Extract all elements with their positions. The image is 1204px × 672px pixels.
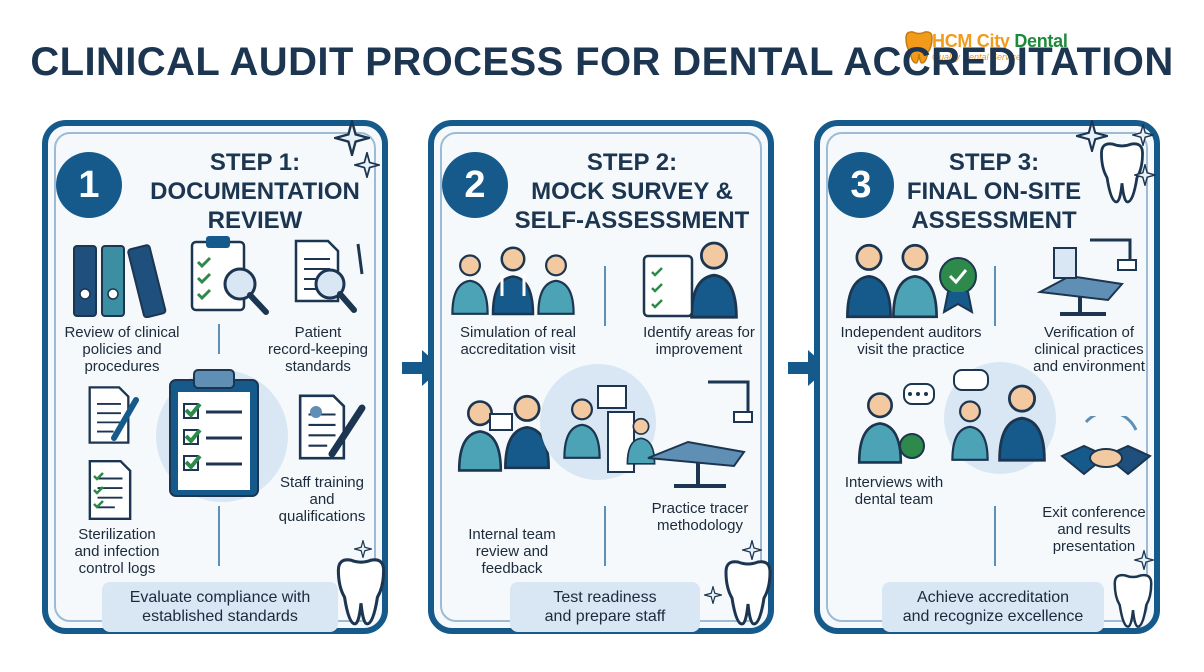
sparkle-icon <box>1134 164 1156 186</box>
sparkle-icon <box>354 540 372 558</box>
logo-tooth-icon <box>905 31 933 64</box>
auditors-icon <box>846 243 977 319</box>
binders-icon <box>73 244 167 318</box>
interview-icon <box>857 383 935 464</box>
step-3-number: 3 <box>828 152 894 218</box>
team-review-icon <box>457 394 551 473</box>
tooth-icon <box>336 558 386 626</box>
logo-name: HCM City Dental <box>932 31 1068 51</box>
central-clipboard-icon <box>156 369 288 502</box>
dental-chair-scene-icon <box>540 364 753 488</box>
step-2-panel: 2 STEP 2:MOCK SURVEY &SELF-ASSESSMENT Si… <box>428 120 774 634</box>
patient-record-icon <box>190 236 269 315</box>
step-2-number: 2 <box>442 152 508 218</box>
checklist-document-icon <box>88 459 132 521</box>
checklist-pen-icon <box>88 386 139 444</box>
sparkle-icon <box>742 540 762 560</box>
step-2-title: STEP 2:MOCK SURVEY &SELF-ASSESSMENT <box>514 149 750 234</box>
reviewer-clipboard-icon <box>642 241 738 319</box>
handshake-icon <box>1060 416 1152 476</box>
brand-logo: HCM City Dental Quality Dental Services <box>902 30 1082 66</box>
sparkle-icon <box>1134 550 1154 570</box>
sparkle-icon <box>354 152 380 178</box>
staff-document-icon <box>298 394 366 460</box>
tooth-icon <box>724 560 772 626</box>
tooth-icon <box>1113 573 1153 628</box>
sparkle-icon <box>1132 124 1154 146</box>
page-title: CLINICAL AUDIT PROCESS FOR DENTAL ACCRED… <box>30 40 1174 84</box>
sparkle-icon <box>1076 120 1108 152</box>
team-icon <box>451 246 575 316</box>
dental-chair-icon <box>1036 238 1137 316</box>
document-magnifier-icon <box>294 239 364 313</box>
step-1-number: 1 <box>56 152 122 218</box>
sparkle-icon <box>704 586 722 604</box>
logo-tagline: Quality Dental Services <box>932 52 1026 62</box>
interview-scene-icon <box>944 362 1056 474</box>
sparkle-icon <box>334 120 370 156</box>
